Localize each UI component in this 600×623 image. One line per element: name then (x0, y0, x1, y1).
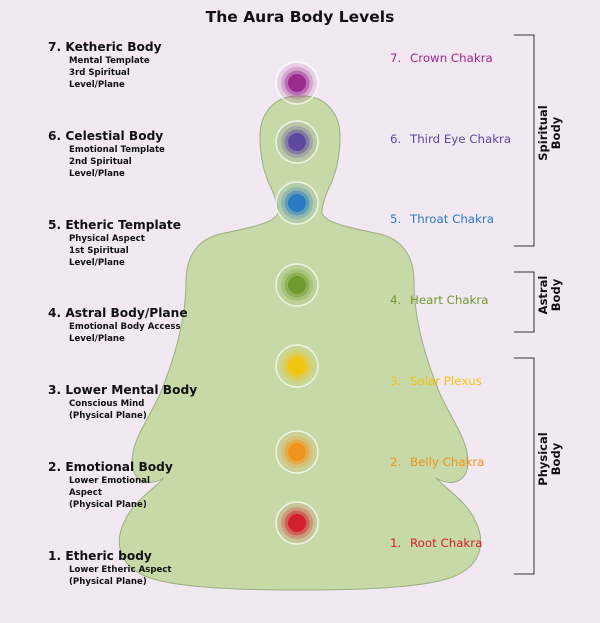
chakra-label-third-eye: 6. Third Eye Chakra (390, 132, 511, 146)
level-name: 4. Astral Body/Plane (48, 306, 188, 320)
chakra-number: 1. (390, 536, 402, 550)
level-name: 1. Etheric body (48, 549, 152, 563)
level-desc: Emotional Body Access Level/Plane (69, 322, 181, 344)
level-4: 4. Astral Body/Plane Emotional Body Acce… (48, 306, 223, 345)
chakra-number: 5. (390, 212, 402, 226)
chakra-throat (275, 181, 319, 225)
chakra-label-heart: 4. Heart Chakra (390, 293, 488, 307)
chakra-name: Third Eye Chakra (410, 132, 512, 146)
astral-bracket (514, 271, 535, 333)
chakra-label-crown: 7. Crown Chakra (390, 51, 493, 65)
level-2: 2. Emotional Body Lower Emotional Aspect… (48, 460, 223, 511)
level-7: 7. Ketheric Body Mental Template 3rd Spi… (48, 40, 223, 91)
chakra-label-root: 1. Root Chakra (390, 536, 482, 550)
chakra-name: Solar Plexus (410, 374, 482, 388)
chakra-heart (275, 263, 319, 307)
chakra-number: 6. (390, 132, 402, 146)
group-label-spiritual: Spiritual Body (536, 105, 563, 161)
chakra-belly (275, 430, 319, 474)
level-desc: Emotional Template 2nd Spiritual Level/P… (69, 145, 165, 179)
group-label-astral: Astral Body (536, 275, 563, 315)
level-desc: Physical Aspect 1st Spiritual Level/Plan… (69, 234, 145, 268)
chakra-label-throat: 5. Throat Chakra (390, 212, 494, 226)
chakra-number: 4. (390, 293, 402, 307)
level-name: 7. Ketheric Body (48, 40, 162, 54)
chakra-root (275, 501, 319, 545)
chakra-number: 3. (390, 374, 402, 388)
chakra-name: Root Chakra (410, 536, 483, 550)
level-6: 6. Celestial Body Emotional Template 2nd… (48, 129, 223, 180)
spiritual-bracket (514, 34, 535, 247)
chakra-third-eye (275, 120, 319, 164)
level-desc: Mental Template 3rd Spiritual Level/Plan… (69, 56, 150, 90)
physical-bracket (514, 357, 535, 575)
level-name: 2. Emotional Body (48, 460, 173, 474)
level-desc: Lower Emotional Aspect (Physical Plane) (69, 476, 150, 510)
chakra-crown (275, 61, 319, 105)
chakra-name: Crown Chakra (410, 51, 493, 65)
level-name: 5. Etheric Template (48, 218, 181, 232)
chakra-number: 2. (390, 455, 402, 469)
group-label-physical: Physical Body (536, 432, 563, 486)
level-name: 3. Lower Mental Body (48, 383, 198, 397)
chakra-solar-plexus (275, 344, 319, 388)
level-3: 3. Lower Mental Body Conscious Mind (Phy… (48, 383, 223, 422)
level-name: 6. Celestial Body (48, 129, 164, 143)
chakra-label-belly: 2. Belly Chakra (390, 455, 485, 469)
level-1: 1. Etheric body Lower Etheric Aspect (Ph… (48, 549, 223, 588)
level-desc: Lower Etheric Aspect (Physical Plane) (69, 565, 172, 587)
body-silhouette (118, 95, 482, 591)
diagram-title: The Aura Body Levels (205, 8, 395, 26)
level-5: 5. Etheric Template Physical Aspect 1st … (48, 218, 223, 269)
chakra-name: Belly Chakra (410, 455, 485, 469)
chakra-name: Heart Chakra (410, 293, 489, 307)
chakra-label-solar-plexus: 3. Solar Plexus (390, 374, 482, 388)
chakra-name: Throat Chakra (410, 212, 494, 226)
chakra-number: 7. (390, 51, 402, 65)
level-desc: Conscious Mind (Physical Plane) (69, 399, 147, 421)
